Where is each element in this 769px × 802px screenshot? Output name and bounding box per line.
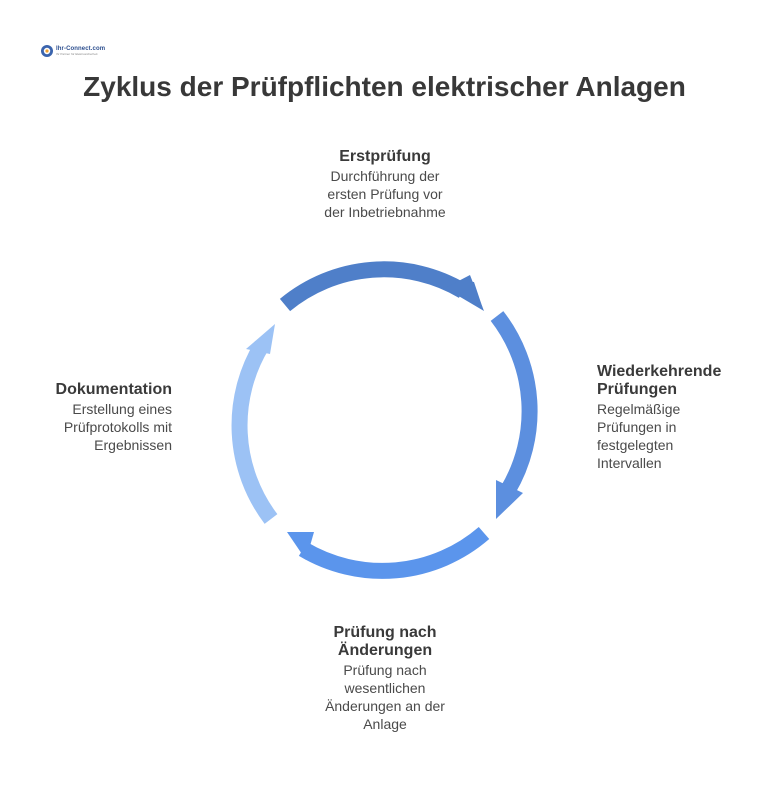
title-line: Änderungen <box>337 642 433 659</box>
desc-line: Intervallen <box>597 455 662 471</box>
stage-description: Regelmäßige Prüfungen in festgelegten In… <box>597 400 762 472</box>
desc-line: Ergebnissen <box>94 437 172 453</box>
stage-pruefung-nach-aenderungen: Prüfung nach Änderungen Prüfung nach wes… <box>300 624 470 733</box>
page-title: Zyklus der Prüfpflichten elektrischer An… <box>83 71 686 102</box>
desc-line: Erstellung eines <box>72 401 172 417</box>
stage-title: Prüfung nach Änderungen <box>300 624 470 660</box>
stage-erstpruefung: Erstprüfung Durchführung der ersten Prüf… <box>300 148 470 221</box>
desc-line: Prüfung nach <box>343 662 427 678</box>
desc-line: Anlage <box>363 716 407 732</box>
cycle-arc-right <box>490 311 538 495</box>
stage-dokumentation: Dokumentation Erstellung eines Prüfproto… <box>20 381 172 454</box>
stage-wiederkehrende-pruefungen: Wiederkehrende Prüfungen Regelmäßige Prü… <box>597 363 762 472</box>
arrowhead-icon <box>496 480 523 519</box>
cycle-arc-bottom <box>298 526 490 579</box>
cycle-arc-top <box>279 261 468 312</box>
logo-name: Ihr-Connect.com <box>56 46 106 52</box>
desc-line: Prüfungen in <box>597 419 677 435</box>
desc-line: der Inbetriebnahme <box>324 204 446 220</box>
stage-title: Erstprüfung <box>339 148 431 165</box>
desc-line: Durchführung der <box>330 168 440 184</box>
desc-line: Prüfprotokolls mit <box>63 419 172 435</box>
stage-description: Durchführung der ersten Prüfung vor der … <box>300 167 470 221</box>
title-line: Prüfungen <box>597 381 677 398</box>
stage-title: Dokumentation <box>55 381 172 398</box>
logo-tagline: Ihr Partner für Elektrosicherheit <box>56 52 98 56</box>
desc-line: Änderungen an der <box>325 698 445 714</box>
stage-title: Wiederkehrende Prüfungen <box>597 363 762 399</box>
title-line: Wiederkehrende <box>597 363 722 380</box>
arrowhead-icon <box>287 532 314 560</box>
stage-description: Prüfung nach wesentlichen Änderungen an … <box>300 661 470 733</box>
desc-line: wesentlichen <box>344 680 426 696</box>
globe-logo-icon <box>41 45 53 57</box>
desc-line: ersten Prüfung vor <box>327 186 443 202</box>
desc-line: Regelmäßige <box>597 401 681 417</box>
stage-description: Erstellung eines Prüfprotokolls mit Erge… <box>20 400 172 454</box>
cycle-arc-left <box>231 340 278 524</box>
desc-line: festgelegten <box>597 437 674 453</box>
company-logo: Ihr-Connect.com Ihr Partner für Elektros… <box>40 44 105 58</box>
arrowhead-icon <box>246 324 275 354</box>
arrowhead-icon <box>445 275 484 311</box>
title-line: Prüfung nach <box>333 624 437 641</box>
